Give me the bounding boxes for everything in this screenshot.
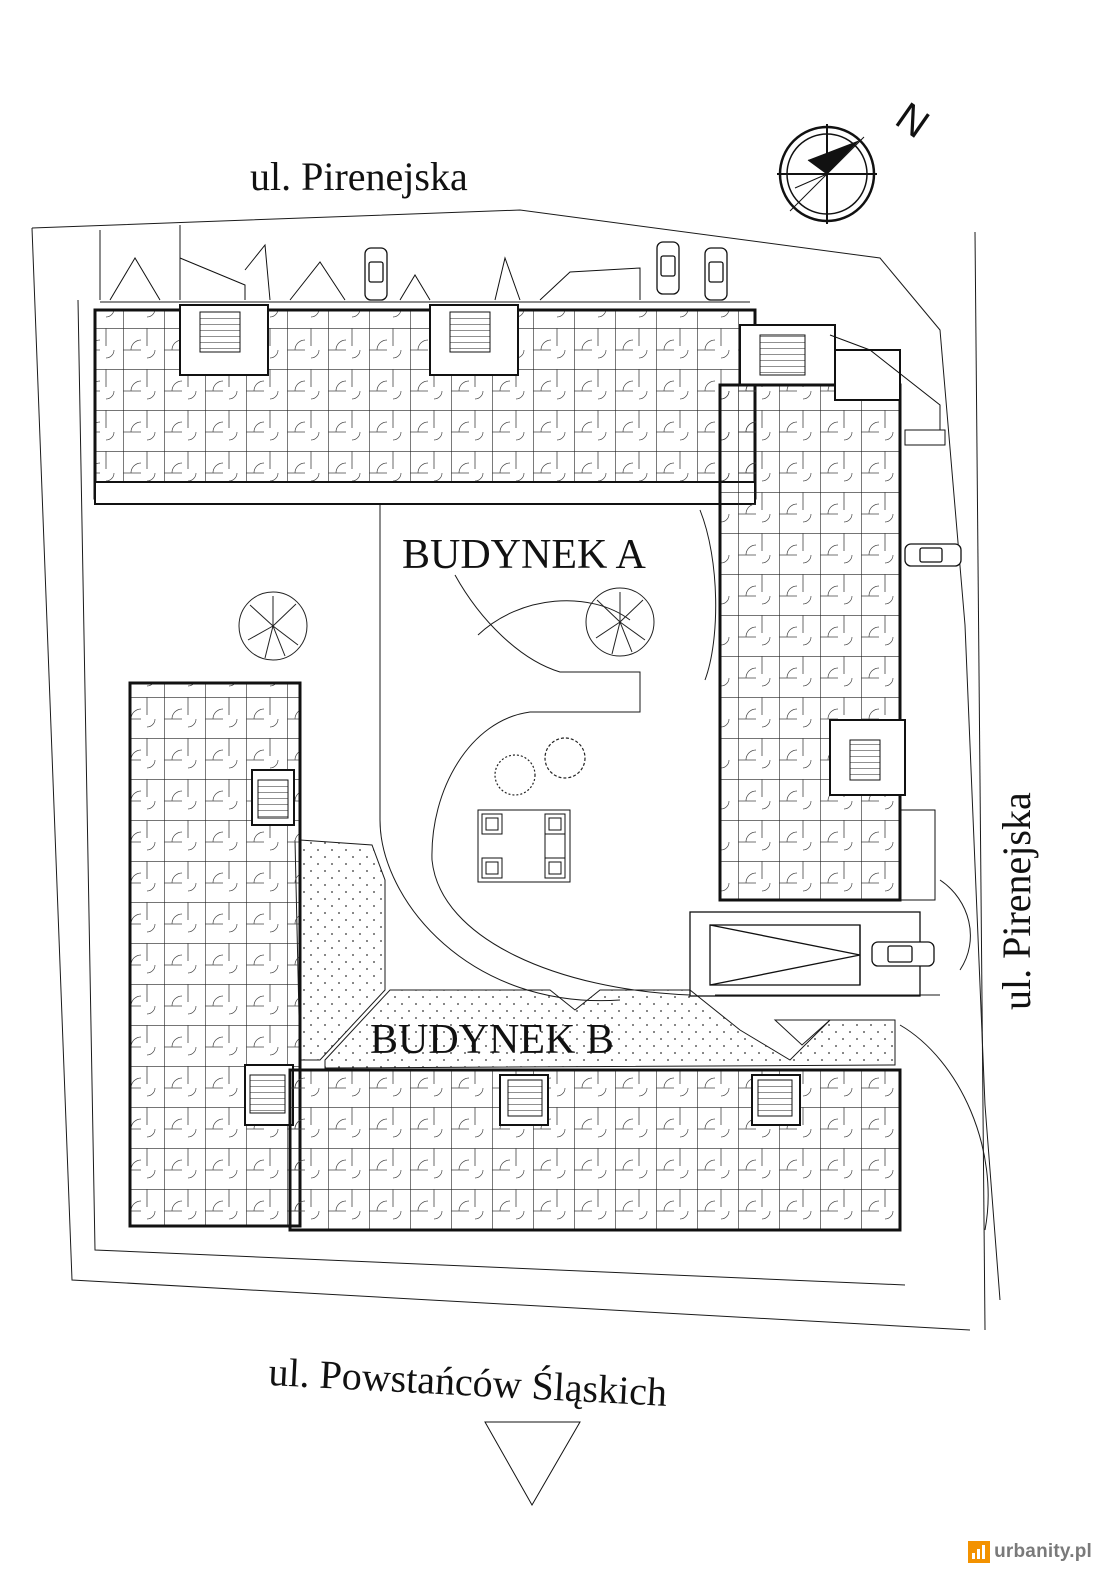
street-label-south: ul. Powstańców Śląskich	[268, 1349, 669, 1415]
entrance-arrow	[484, 1421, 581, 1507]
plot-boundary	[31, 209, 1001, 1331]
tree-1	[238, 591, 308, 661]
watermark: urbanity.pl	[968, 1540, 1092, 1564]
parked-car-3	[704, 247, 728, 301]
compass-icon	[777, 124, 877, 224]
building-b-label: BUDYNEK B	[370, 1017, 614, 1063]
roof-outlines	[109, 243, 946, 446]
parked-car-2	[656, 241, 680, 295]
compass-north-letter: N	[888, 94, 937, 147]
tree-2	[585, 587, 655, 657]
shrub-2	[544, 737, 586, 779]
shrub-1	[494, 754, 536, 796]
urbanity-logo-icon	[968, 1541, 991, 1563]
parked-car-4	[904, 543, 962, 567]
building-a-east-wing	[718, 324, 936, 902]
parked-car-1	[364, 247, 388, 301]
landscaping-areas	[299, 839, 896, 1069]
parked-car-5	[871, 941, 935, 967]
street-label-north: ul. Pirenejska	[250, 154, 468, 199]
street-label-east: ul. Pirenejska	[994, 792, 1039, 1010]
building-a-label: BUDYNEK A	[402, 532, 647, 578]
building-b-south-wing	[288, 1068, 902, 1232]
watermark-text: urbanity.pl	[994, 1541, 1092, 1562]
building-b-west-wing	[128, 681, 302, 1228]
playground	[477, 809, 571, 883]
building-a-north-wing	[93, 304, 757, 505]
